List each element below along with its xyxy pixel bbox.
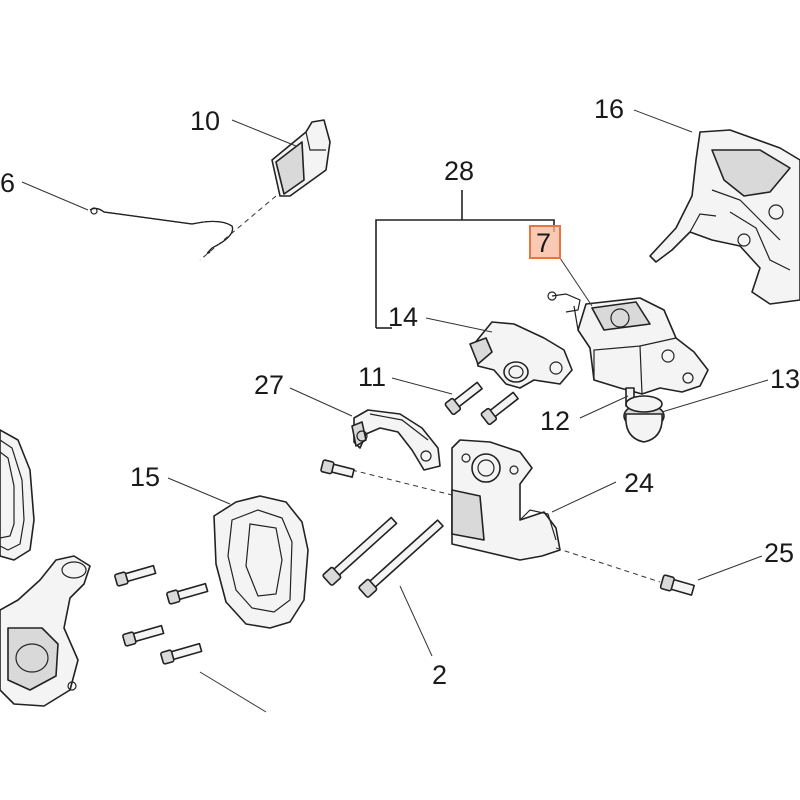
callout-11[interactable]: 11 bbox=[358, 362, 386, 392]
part-15-gasket[interactable] bbox=[213, 495, 309, 629]
callout-27[interactable]: 27 bbox=[254, 370, 284, 400]
callout-25[interactable]: 25 bbox=[764, 538, 794, 568]
callout-6[interactable]: 6 bbox=[0, 168, 15, 198]
callout-12[interactable]: 12 bbox=[540, 406, 570, 436]
part-left-filter-frame[interactable] bbox=[0, 429, 35, 561]
part-16-housing[interactable] bbox=[649, 129, 800, 305]
part-6-throttle-rod[interactable] bbox=[89, 207, 234, 254]
part-2-long-bolts[interactable] bbox=[322, 515, 445, 598]
callout-2[interactable]: 2 bbox=[432, 660, 447, 690]
part-11-screws[interactable] bbox=[444, 380, 520, 426]
part-27-bracket[interactable] bbox=[351, 409, 441, 471]
part-10-clip[interactable] bbox=[199, 119, 331, 261]
part-14-intake-adapter[interactable] bbox=[469, 321, 573, 389]
callout-10[interactable]: 10 bbox=[190, 106, 220, 136]
part-24-carburetor-base[interactable] bbox=[351, 439, 661, 583]
leader-lines bbox=[21, 109, 769, 713]
part-small-bolts-left[interactable] bbox=[114, 564, 209, 665]
part-7-carburetor[interactable] bbox=[547, 291, 709, 395]
part-13-primer-bulb[interactable] bbox=[623, 395, 665, 443]
callout-16[interactable]: 16 bbox=[594, 94, 624, 124]
part-25-screw[interactable] bbox=[659, 574, 696, 597]
callout-14[interactable]: 14 bbox=[388, 302, 418, 332]
callout-28[interactable]: 28 bbox=[444, 156, 474, 186]
part-screw-left-of-24[interactable] bbox=[320, 459, 355, 479]
callout-13[interactable]: 13 bbox=[770, 364, 800, 394]
callout-15[interactable]: 15 bbox=[130, 462, 160, 492]
callout-labels: 10 6 16 28 7 14 11 27 13 12 15 24 25 2 bbox=[0, 94, 800, 690]
callout-7[interactable]: 7 bbox=[536, 228, 551, 258]
part-left-intake-elbow[interactable] bbox=[0, 555, 91, 707]
callout-7-highlight bbox=[529, 225, 561, 259]
callout-24[interactable]: 24 bbox=[624, 468, 654, 498]
